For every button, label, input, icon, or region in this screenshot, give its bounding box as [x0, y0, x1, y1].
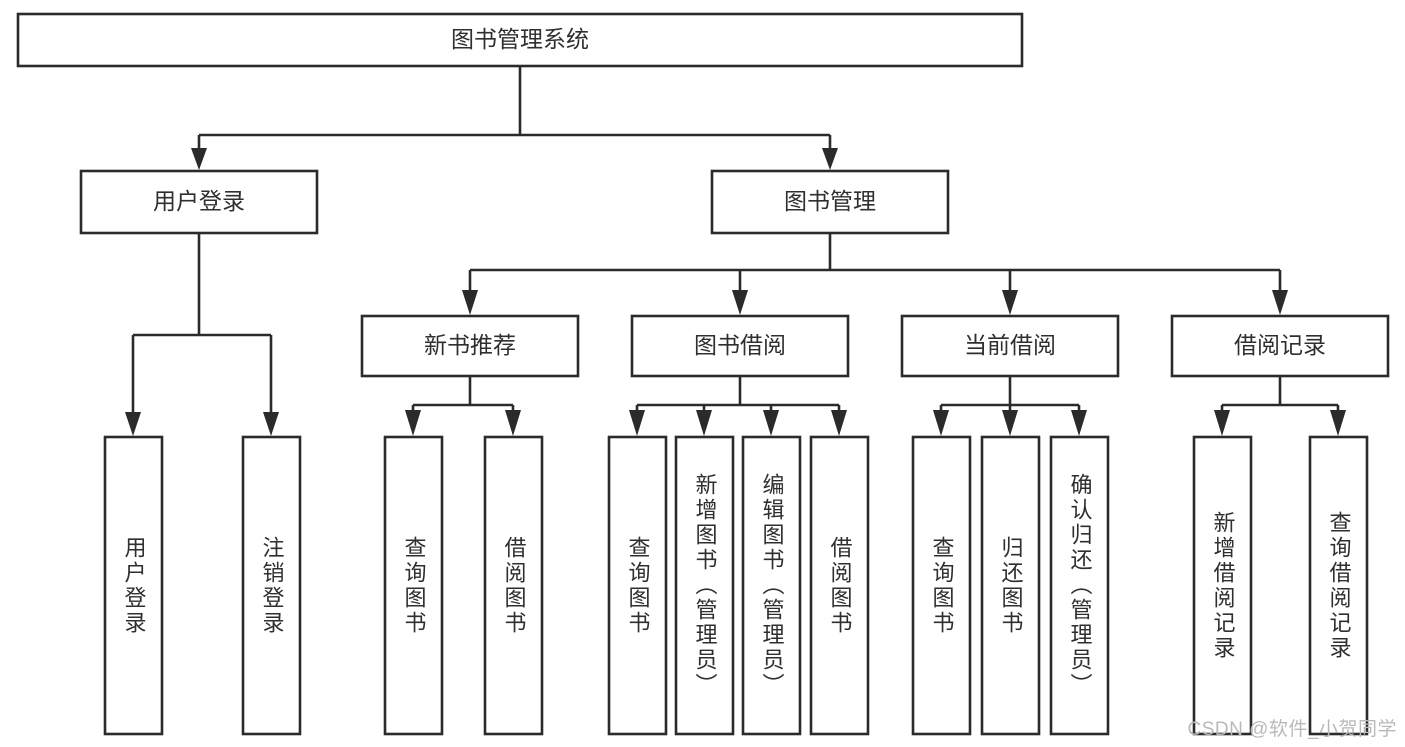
node-layer: 图书管理系统 用户登录 图书管理 新书推荐 图书借阅 当前借阅 借阅记录	[16, 12, 1390, 736]
arrow-to-leaf-add-record	[1214, 410, 1230, 436]
node-new-book-rec-label: 新书推荐	[424, 332, 516, 358]
arrow-to-user-login	[191, 148, 207, 170]
node-borrow-record-label: 借阅记录	[1234, 332, 1326, 358]
arrow-to-leaf-query-record	[1330, 410, 1346, 436]
watermark-text: CSDN @软件_小贺同学	[1187, 719, 1397, 740]
node-leaf-add-record[interactable]	[1192, 435, 1253, 736]
arrow-to-leaf-confirm-return-admin	[1071, 410, 1087, 436]
node-borrow-record[interactable]	[1170, 314, 1390, 378]
node-leaf-user-login[interactable]	[103, 435, 164, 736]
arrow-to-borrow-record	[1272, 290, 1288, 315]
arrow-to-leaf-query-book-1	[405, 410, 421, 436]
arrow-to-leaf-return-book	[1002, 410, 1018, 436]
node-leaf-confirm-return-admin[interactable]	[1049, 435, 1110, 736]
node-leaf-edit-book-admin[interactable]	[741, 435, 802, 736]
node-book-borrow[interactable]	[630, 314, 850, 378]
arrow-to-book-manage	[822, 148, 838, 170]
node-leaf-query-book-2[interactable]	[607, 435, 668, 736]
node-root-label: 图书管理系统	[451, 26, 589, 52]
arrow-to-leaf-logout	[263, 412, 279, 436]
node-book-manage[interactable]	[710, 169, 950, 235]
arrow-to-new-book-rec	[462, 290, 478, 315]
node-new-book-rec[interactable]	[360, 314, 580, 378]
node-leaf-borrow-book-2[interactable]	[809, 435, 870, 736]
arrow-to-book-borrow	[732, 290, 748, 315]
node-current-borrow[interactable]	[900, 314, 1120, 378]
node-leaf-query-record[interactable]	[1308, 435, 1369, 736]
node-leaf-query-book-1[interactable]	[383, 435, 444, 736]
node-leaf-add-book-admin[interactable]	[674, 435, 735, 736]
node-leaf-logout[interactable]	[241, 435, 302, 736]
arrow-to-leaf-user-login	[125, 412, 141, 436]
node-book-manage-label: 图书管理	[784, 188, 876, 214]
arrow-to-leaf-query-book-2	[629, 410, 645, 436]
node-current-borrow-label: 当前借阅	[964, 332, 1056, 358]
arrow-to-leaf-edit-book-admin	[763, 410, 779, 436]
node-root[interactable]	[16, 12, 1024, 68]
node-user-login[interactable]	[79, 169, 319, 235]
arrow-to-leaf-borrow-book-1	[505, 410, 521, 436]
node-leaf-return-book[interactable]	[980, 435, 1041, 736]
arrow-to-leaf-borrow-book-2	[831, 410, 847, 436]
node-book-borrow-label: 图书借阅	[694, 332, 786, 358]
node-leaf-borrow-book-1[interactable]	[483, 435, 544, 736]
node-leaf-query-book-3[interactable]	[911, 435, 972, 736]
arrow-to-leaf-query-book-3	[933, 410, 949, 436]
node-user-login-label: 用户登录	[153, 188, 245, 214]
arrow-to-current-borrow	[1002, 290, 1018, 315]
arrow-to-leaf-add-book-admin	[696, 410, 712, 436]
edge-layer	[125, 66, 1346, 436]
